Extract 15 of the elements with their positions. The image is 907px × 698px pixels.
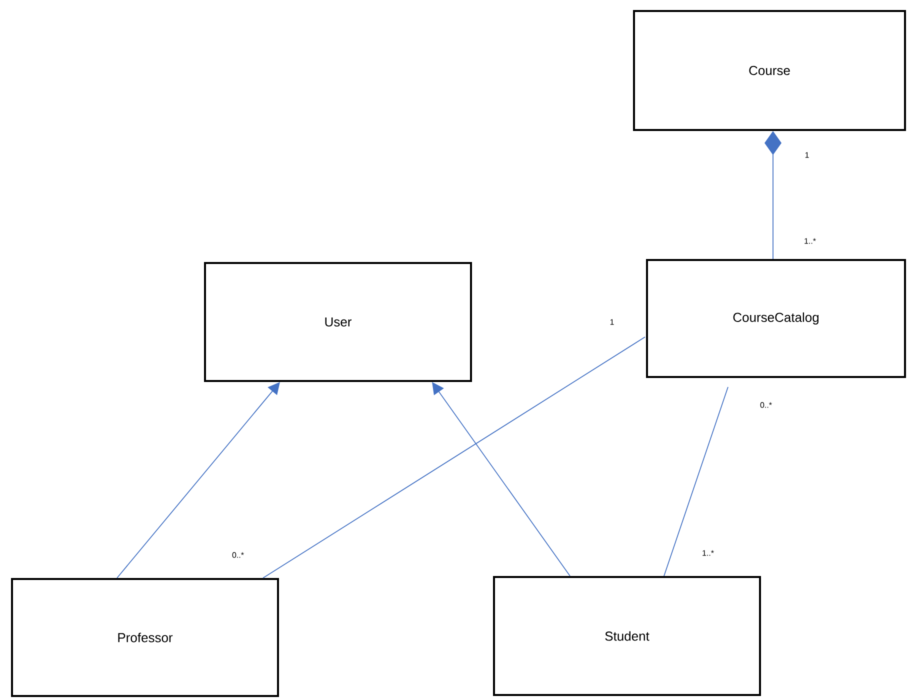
class-box: User <box>204 262 472 382</box>
connector <box>432 382 570 576</box>
multiplicity-label: 0..* <box>760 402 772 408</box>
multiplicity-label: 1..* <box>702 550 714 556</box>
class-box: CourseCatalog <box>646 258 906 378</box>
connector <box>262 336 646 578</box>
class-box: Professor <box>11 578 279 697</box>
class-box: Course <box>633 10 906 131</box>
multiplicity-label: 1..* <box>804 238 816 244</box>
connector <box>664 386 728 576</box>
multiplicity-label: 1 <box>610 319 614 325</box>
class-box: Student <box>493 576 761 696</box>
connector <box>116 382 280 578</box>
multiplicity-label: 1 <box>805 152 809 158</box>
multiplicity-label: 0..* <box>232 552 244 558</box>
